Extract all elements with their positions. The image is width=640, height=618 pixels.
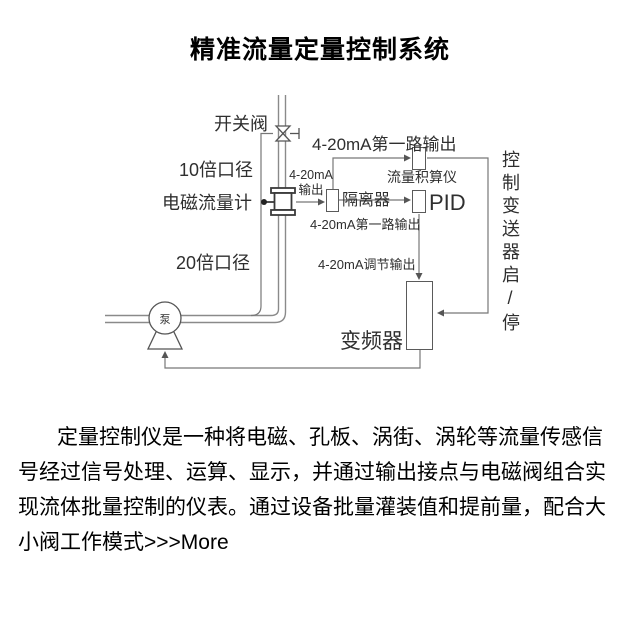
- pid-box: [412, 190, 426, 213]
- more-link[interactable]: >>>More: [144, 531, 229, 554]
- isolator-label: 隔离器: [342, 192, 391, 209]
- paragraph-line-text: 小阀工作模式: [18, 531, 144, 554]
- totalizer-box: [412, 147, 426, 170]
- valve-icon: [274, 125, 300, 142]
- totalizer-label: 流量积算仪: [387, 169, 457, 185]
- pump-icon: [146, 301, 184, 350]
- upstream-pipe-label: 10倍口径: [179, 160, 254, 180]
- isolator-box: [326, 189, 339, 212]
- valve-label: 开关阀: [214, 114, 268, 134]
- regulating-output-label: 4-20mA调节输出: [318, 257, 416, 272]
- inverter-label: 变频器: [340, 330, 403, 353]
- arrow-icons: [161, 154, 444, 358]
- flowmeter-icon: [261, 187, 296, 216]
- signal-lines: [164, 157, 489, 369]
- paragraph-line: 小阀工作模式>>>More: [18, 525, 628, 560]
- control-start-stop-label: 控制变送器启/停: [500, 150, 520, 336]
- paragraph-line: 号经过信号处理、运算、显示，并通过输出接点与电磁阀组合实: [18, 461, 606, 484]
- downstream-pipe-label: 20倍口径: [176, 253, 251, 273]
- valve-signal-line: [250, 132, 273, 317]
- first-channel-output-small-label: 4-20mA第一路输出: [310, 217, 421, 232]
- flowmeter-label: 电磁流量计: [162, 193, 252, 213]
- description-paragraph: 定量控制仪是一种将电磁、孔板、涡街、涡轮等流量传感信 号经过信号处理、运算、显示…: [18, 420, 628, 560]
- page-title: 精准流量定量控制系统: [189, 37, 450, 64]
- pump-label: 泵: [159, 314, 171, 326]
- flowmeter-output-line1: 4-20mA: [289, 168, 333, 182]
- pid-label: PID: [429, 190, 466, 215]
- pipe-icon: [105, 95, 287, 324]
- flow-diagram: [105, 95, 489, 369]
- first-channel-output-top-label: 4-20mA第一路输出: [312, 135, 457, 154]
- flowmeter-output-label: 4-20mA 输出: [284, 168, 338, 198]
- paragraph-line: 现流体批量控制的仪表。通过设备批量灌装值和提前量，配合大: [18, 496, 606, 519]
- inverter-box: [406, 281, 433, 350]
- flowmeter-output-line2: 输出: [298, 183, 324, 197]
- paragraph-line: 定量控制仪是一种将电磁、孔板、涡街、涡轮等流量传感信: [57, 426, 603, 449]
